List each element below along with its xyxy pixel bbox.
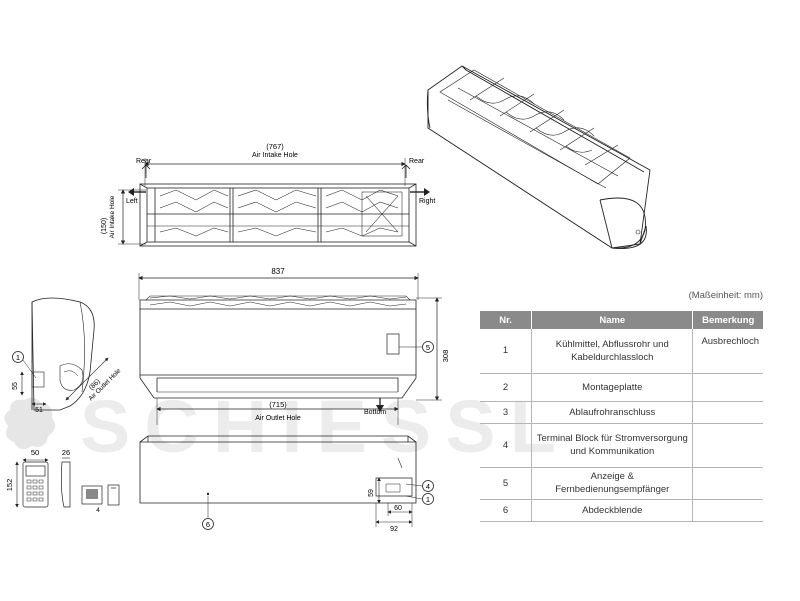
remote-width-dim: 50 bbox=[31, 448, 39, 457]
bottom-mark bbox=[206, 492, 210, 496]
legend-row: 2 Montageplatte bbox=[480, 373, 763, 402]
unit-note: (Maßeinheit: mm) bbox=[688, 290, 763, 301]
watermark-logo-icon bbox=[4, 397, 56, 450]
bottom-dim-59: 59 bbox=[368, 489, 375, 497]
right-label: Right bbox=[419, 198, 435, 205]
bottom-arrow-icon bbox=[376, 398, 384, 412]
bottom-dim-92: 92 bbox=[390, 526, 398, 533]
callout-4-number: 4 bbox=[426, 482, 430, 491]
row-remark bbox=[692, 373, 763, 402]
parts-legend-table: Nr. Name Bemerkung 1 Kühlmittel, Abfluss… bbox=[480, 311, 763, 522]
callout-6-number: 6 bbox=[206, 520, 210, 529]
top-depth-label: Air Intake Hole bbox=[109, 195, 116, 238]
top-width-label: Air Intake Hole bbox=[252, 152, 298, 159]
row-remark bbox=[692, 401, 763, 424]
callout-6-marker bbox=[202, 518, 214, 530]
callout-1-bottom-number: 1 bbox=[426, 495, 430, 504]
rear-left-arrow-icon bbox=[141, 164, 151, 178]
row-remark: Ausbrechloch bbox=[692, 329, 763, 374]
row-remark bbox=[692, 423, 763, 468]
row-nr: 6 bbox=[480, 499, 533, 522]
bottom-dim-60: 60 bbox=[394, 505, 402, 512]
callout-5-number: 5 bbox=[426, 343, 430, 352]
left-arrow-icon bbox=[128, 188, 146, 196]
front-view: 837 308 5 (715) Air Outlet Hole Botto bbox=[138, 267, 450, 425]
callout-1-side-marker bbox=[12, 351, 24, 363]
row-nr: 5 bbox=[480, 467, 533, 500]
brand-watermark: SCHIESSL bbox=[4, 390, 570, 460]
front-width-dim: 837 bbox=[271, 267, 285, 276]
top-depth-dim: (150) bbox=[101, 218, 108, 234]
remote-control: 50 152 26 4 bbox=[5, 448, 120, 514]
row-nr: 2 bbox=[480, 373, 533, 402]
legend-row: 6 Abdeckblende bbox=[480, 499, 763, 522]
callout-1-side-number: 1 bbox=[16, 353, 20, 362]
remote-height-dim: 152 bbox=[5, 479, 14, 492]
bottom-view: 6 4 1 59 60 92 bbox=[139, 435, 434, 533]
row-name: Abdeckblende bbox=[531, 499, 694, 522]
right-arrow-icon bbox=[410, 188, 430, 196]
header-remark: Bemerkung bbox=[692, 311, 763, 329]
row-remark bbox=[692, 467, 763, 500]
callout-4-marker bbox=[422, 480, 434, 492]
legend-header-row: Nr. Name Bemerkung bbox=[480, 311, 763, 329]
rear-left-label: Rear bbox=[136, 158, 152, 165]
row-name: Montageplatte bbox=[531, 373, 694, 402]
outlet-width-label: Air Outlet Hole bbox=[255, 415, 301, 422]
legend-row: 1 Kühlmittel, Abflussrohr und Kabeldurch… bbox=[480, 329, 763, 374]
side-view: 1 55 51 (86) Air Outlet Hole bbox=[12, 297, 123, 414]
legend-row: 3 Ablaufrohranschluss bbox=[480, 401, 763, 424]
legend-row: 5 Anzeige & Fernbedienungsempfänger bbox=[480, 467, 763, 500]
holder-dim: 4 bbox=[96, 507, 100, 514]
header-name: Name bbox=[531, 311, 694, 329]
top-view: (767) Air Intake Hole Rear Rear Left Rig… bbox=[101, 142, 435, 247]
watermark-text: SCHIESSL bbox=[80, 390, 570, 460]
remote-depth-dim: 26 bbox=[62, 448, 70, 457]
rear-right-arrow-icon bbox=[401, 164, 411, 178]
rear-right-label: Rear bbox=[409, 158, 425, 165]
row-name: Terminal Block für Stromversorgung und K… bbox=[531, 423, 694, 468]
header-nr: Nr. bbox=[480, 311, 533, 329]
callout-5-marker bbox=[422, 341, 434, 353]
row-name: Anzeige & Fernbedienungsempfänger bbox=[531, 467, 694, 500]
legend-row: 4 Terminal Block für Stromversorgung und… bbox=[480, 423, 763, 468]
row-name: Kühlmittel, Abflussrohr und Kabeldurchla… bbox=[531, 329, 694, 374]
front-height-dim: 308 bbox=[441, 350, 450, 363]
top-width-dim: (767) bbox=[266, 142, 284, 151]
row-nr: 1 bbox=[480, 329, 533, 374]
callout-1-bottom-marker bbox=[422, 493, 434, 505]
side-dim-51: 51 bbox=[35, 407, 43, 414]
row-remark bbox=[692, 499, 763, 522]
left-label: Left bbox=[126, 198, 138, 205]
row-nr: 3 bbox=[480, 401, 533, 424]
row-name: Ablaufrohranschluss bbox=[531, 401, 694, 424]
row-nr: 4 bbox=[480, 423, 533, 468]
side-dim-55: 55 bbox=[12, 382, 19, 390]
bottom-label: Bottom bbox=[364, 409, 386, 416]
isometric-view bbox=[426, 65, 651, 249]
outlet-width-dim: (715) bbox=[269, 400, 287, 409]
